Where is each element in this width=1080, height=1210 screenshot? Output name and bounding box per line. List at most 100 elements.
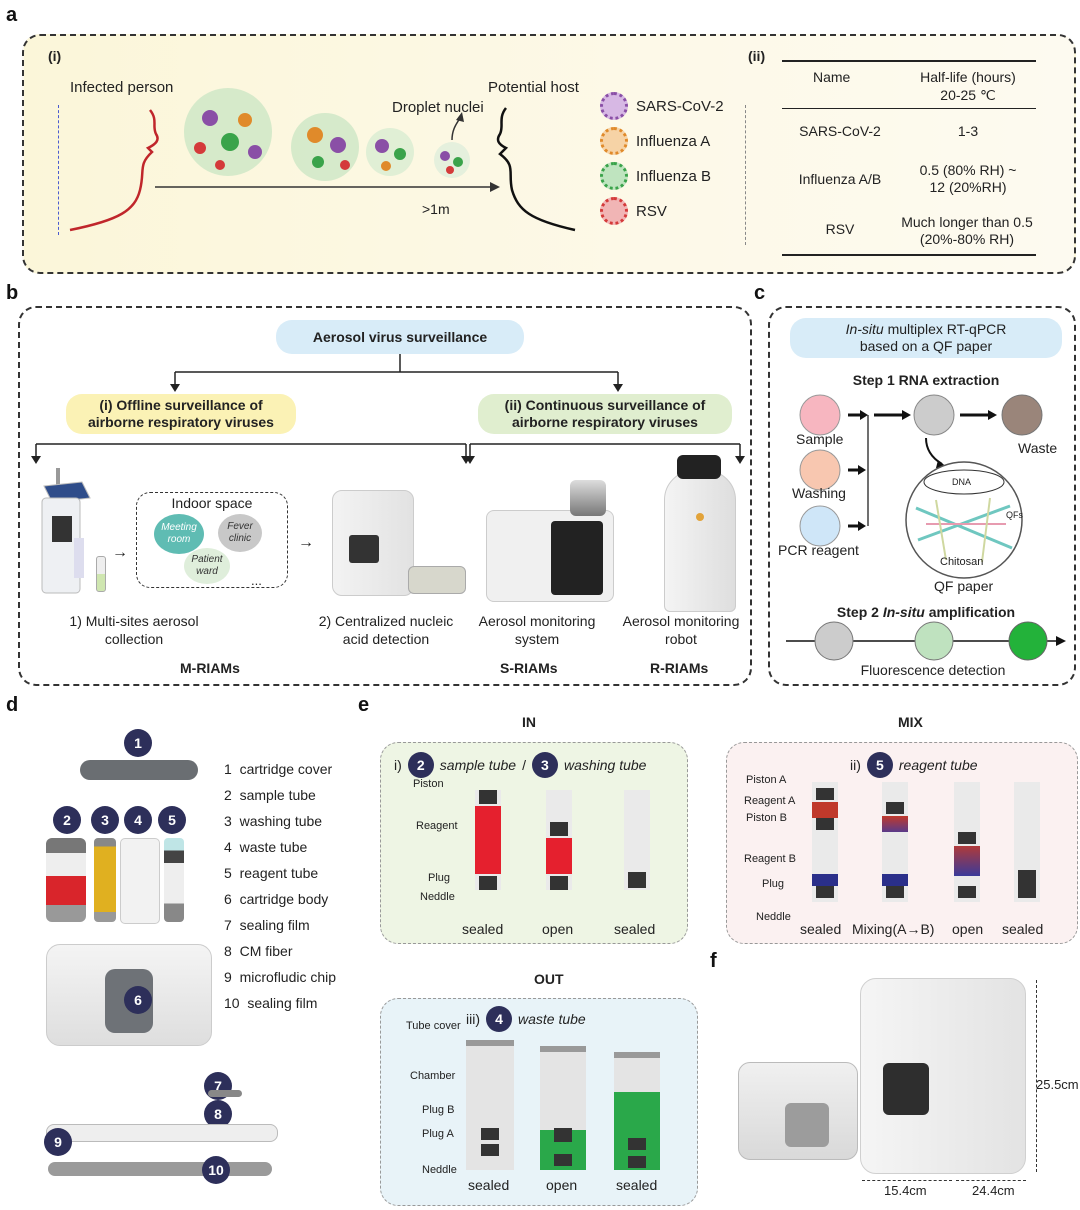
panel-b-connectors (31, 354, 745, 464)
sub-label-i: (i) (48, 48, 62, 64)
panel-label-b: b (6, 282, 19, 304)
tube-cover-label: Tube cover (406, 1020, 461, 1032)
table-rule-bottom (782, 254, 1036, 256)
piston-a-label: Piston A (746, 774, 787, 786)
table-row-value: 1-3 (957, 123, 979, 139)
amplification-flow (786, 621, 1066, 661)
table-row-name: Influenza A/B (798, 171, 882, 187)
m-riams-label: M-RIAMs (180, 660, 240, 676)
pcr-reagent-label: PCR reagent (778, 542, 859, 558)
sars-virus-icon (600, 92, 628, 120)
divider (58, 105, 59, 235)
cartridge-image (408, 566, 466, 594)
part-number-badge: 4 (124, 806, 152, 834)
piston-b-label: Piston B (746, 812, 787, 824)
indoor-space-box (136, 492, 288, 588)
table-header-half-life: Half-life (hours) (920, 69, 1016, 85)
washing-tube-image (94, 838, 116, 922)
panel-label-d: d (6, 694, 19, 716)
chitosan-label: Chitosan (940, 556, 984, 568)
plug-label: Plug (428, 872, 451, 884)
qfs-label: QFs (1006, 510, 1023, 520)
parts-list-item: 6 cartridge body (224, 891, 329, 907)
parts-list-item: 9 microfludic chip (224, 969, 337, 985)
aerosol-surveillance-title: Aerosol virus surveillance (276, 320, 524, 354)
ellipsis: ... (251, 573, 262, 588)
reagent-b-label: Reagent B (744, 853, 796, 865)
rsv-virus-icon (600, 197, 628, 225)
mix-tube-mixing (882, 782, 908, 902)
detection-device-image (332, 490, 414, 596)
width-dimension-line (862, 1180, 952, 1181)
s-riams-label: S-RIAMs (500, 660, 558, 676)
arrow-icon: → (112, 544, 128, 561)
parts-list-item: 5 reagent tube (224, 865, 319, 881)
mix-tube-sealed (1014, 782, 1040, 902)
part-number-badge: 3 (91, 806, 119, 834)
part-number-badge: 6 (124, 986, 152, 1014)
in-heading: IN (522, 714, 536, 730)
potential-host-label: Potential host (488, 79, 579, 96)
qpcr-title: In-situ multiplex RT-qPCR based on a QF … (790, 318, 1062, 358)
plug-a-label: Plug A (422, 1128, 454, 1140)
mix-tube-open (954, 782, 980, 902)
legend-flu-a: Influenza A (600, 127, 710, 155)
panel-c-frame (768, 306, 1076, 686)
transmission-illustration (69, 88, 576, 232)
neddle-label: Neddle (756, 911, 791, 923)
legend-sars: SARS-CoV-2 (600, 92, 724, 120)
sample-tube-image (46, 838, 86, 922)
state-label: open (542, 921, 574, 937)
sample-vial-image (96, 556, 106, 592)
cartridge-image (738, 1062, 858, 1160)
plug-label: Plug (762, 878, 785, 890)
plug-b-label: Plug B (422, 1104, 455, 1116)
depth-dimension-line (956, 1180, 1026, 1181)
state-label: sealed (616, 1177, 658, 1193)
table-row-name: RSV (825, 221, 855, 237)
out-tube-sealed (466, 1040, 514, 1170)
table-rule-top (782, 60, 1036, 62)
washing-label: Washing (792, 485, 846, 501)
neddle-label: Neddle (422, 1164, 457, 1176)
panel-b-frame (18, 306, 752, 686)
neddle-label: Neddle (420, 891, 455, 903)
parts-list-item: 4 waste tube (224, 839, 308, 855)
divider (745, 105, 746, 245)
table-rule-mid (782, 108, 1036, 109)
sampler-head-image (570, 480, 606, 516)
droplet-nuclei-label: Droplet nuclei (392, 99, 484, 116)
microfluidic-chip-image (46, 1124, 278, 1142)
infected-person-label: Infected person (70, 79, 174, 96)
aerosol-collector-image (41, 468, 91, 594)
parts-list-item: 10 sealing film (224, 995, 318, 1011)
state-label: sealed (1002, 921, 1044, 937)
chamber-label: Chamber (410, 1070, 456, 1082)
parts-list-item: 7 sealing film (224, 917, 310, 933)
depth-dimension: 24.4cm (972, 1183, 1015, 1198)
sealing-film-image (48, 1162, 272, 1176)
part-number-badge: 5 (158, 806, 186, 834)
state-label: open (546, 1177, 578, 1193)
waste-tube-image (120, 838, 160, 924)
table-row-value: 0.5 (80% RH) ~ (919, 162, 1017, 178)
r-riams-label: R-RIAMs (650, 660, 709, 676)
out-tube-open (540, 1046, 586, 1170)
legend-rsv: RSV (600, 197, 667, 225)
table-row-value: Much longer than 0.5 (901, 214, 1033, 230)
state-label: Mixing(A→B) (852, 921, 935, 937)
indoor-space-label: Indoor space (171, 495, 253, 511)
parts-list-item: 1 cartridge cover (224, 761, 333, 777)
continuous-surveillance-box: (ii) Continuous surveillance of airborne… (478, 394, 732, 434)
step2-label: Step 2 In-situ amplification (836, 604, 1016, 620)
part-number-badge: 9 (44, 1128, 72, 1156)
state-label: sealed (462, 921, 504, 937)
